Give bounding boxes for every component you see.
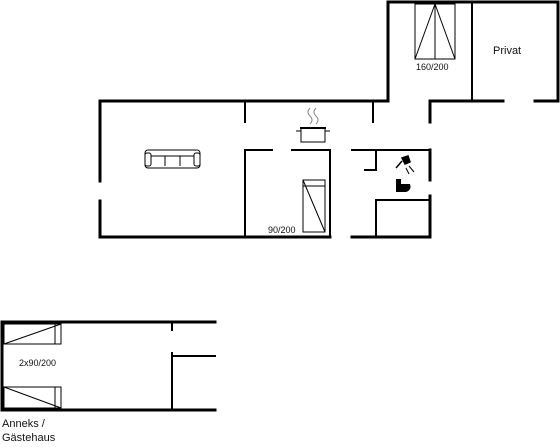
cooking-pot-icon [296, 107, 330, 143]
single-bed-icon [302, 179, 326, 233]
interior-walls [244, 1, 473, 238]
double-bed-icon [414, 3, 456, 60]
bed-label-annex: 2x90/200 [19, 358, 56, 368]
annex-title-line1: Anneks / [2, 418, 46, 430]
bed-label-90: 90/200 [268, 225, 296, 235]
bed-label-160: 160/200 [416, 62, 449, 72]
shower-icon [395, 155, 415, 175]
room-label-private: Privat [493, 45, 521, 57]
annex-title-line2: Gästehaus [2, 432, 56, 444]
bunk-bed-icon [3, 323, 62, 409]
sofa-icon [144, 149, 201, 169]
main-house [98, 0, 560, 239]
annex [0, 320, 217, 412]
toilet-icon [396, 179, 411, 192]
